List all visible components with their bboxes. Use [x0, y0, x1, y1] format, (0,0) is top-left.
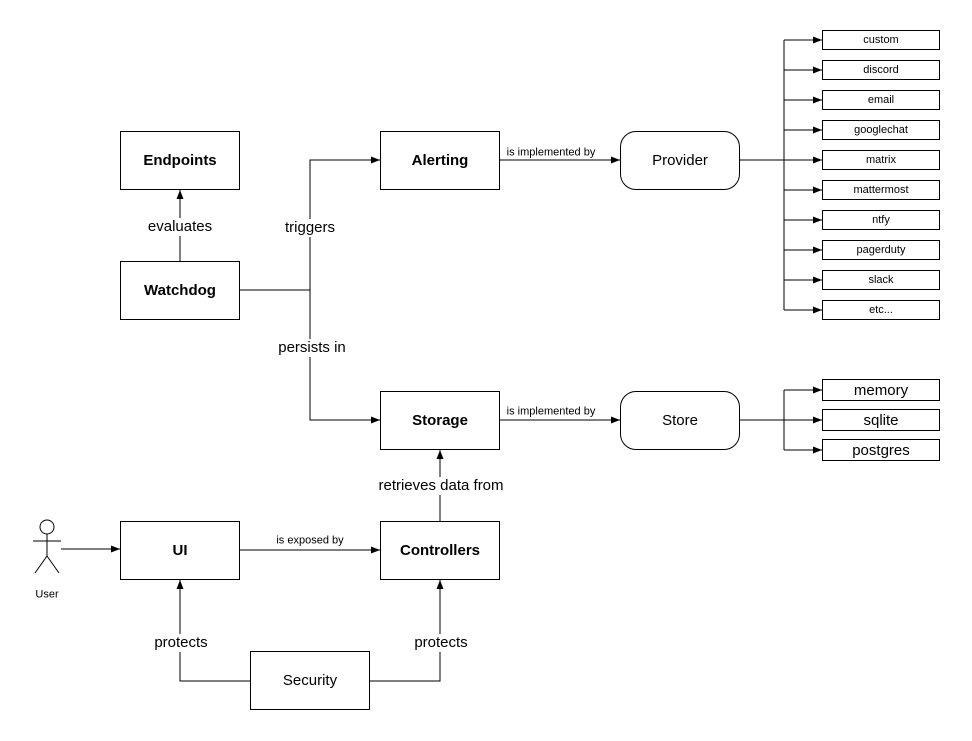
node-storage: Storage: [380, 391, 500, 450]
node-alerting: Alerting: [380, 131, 500, 190]
user-actor-icon: [33, 519, 61, 574]
edge-label-retrieves-data-from: retrieves data from: [375, 477, 507, 495]
provider-item-pagerduty: pagerduty: [822, 240, 940, 260]
node-watchdog: Watchdog: [120, 261, 240, 320]
node-provider: Provider: [620, 131, 740, 190]
edge-security-controllers: [370, 580, 444, 682]
provider-item-etc: etc...: [822, 300, 940, 320]
node-store: Store: [620, 391, 740, 450]
edge-provider-fanout-trunk: [740, 40, 785, 310]
edge-label-alerting-implemented-by: is implemented by: [503, 146, 599, 160]
edge-label-protects-ui: protects: [151, 634, 211, 652]
node-ui: UI: [120, 521, 240, 580]
provider-item-googlechat: googlechat: [822, 120, 940, 140]
node-security: Security: [250, 651, 370, 710]
edge-label-is-exposed-by: is exposed by: [273, 534, 347, 548]
edge-store-fanout-trunk: [740, 390, 785, 450]
provider-item-mattermost: mattermost: [822, 180, 940, 200]
provider-item-discord: discord: [822, 60, 940, 80]
edge-label-triggers: triggers: [281, 219, 339, 237]
provider-item-email: email: [822, 90, 940, 110]
provider-item-custom: custom: [822, 30, 940, 50]
edge-security-ui: [176, 580, 250, 682]
store-item-memory: memory: [822, 379, 940, 401]
edge-label-protects-controllers: protects: [411, 634, 471, 652]
edge-label-evaluates: evaluates: [144, 218, 216, 236]
edge-watchdog-storage: [309, 290, 380, 424]
edge-label-persists-in: persists in: [275, 339, 349, 357]
node-controllers: Controllers: [380, 521, 500, 580]
user-actor-label: User: [32, 588, 62, 602]
provider-item-matrix: matrix: [822, 150, 940, 170]
provider-item-ntfy: ntfy: [822, 210, 940, 230]
store-item-postgres: postgres: [822, 439, 940, 461]
node-endpoints: Endpoints: [120, 131, 240, 190]
edge-label-storage-implemented-by: is implemented by: [503, 405, 599, 419]
store-item-sqlite: sqlite: [822, 409, 940, 431]
provider-item-slack: slack: [822, 270, 940, 290]
